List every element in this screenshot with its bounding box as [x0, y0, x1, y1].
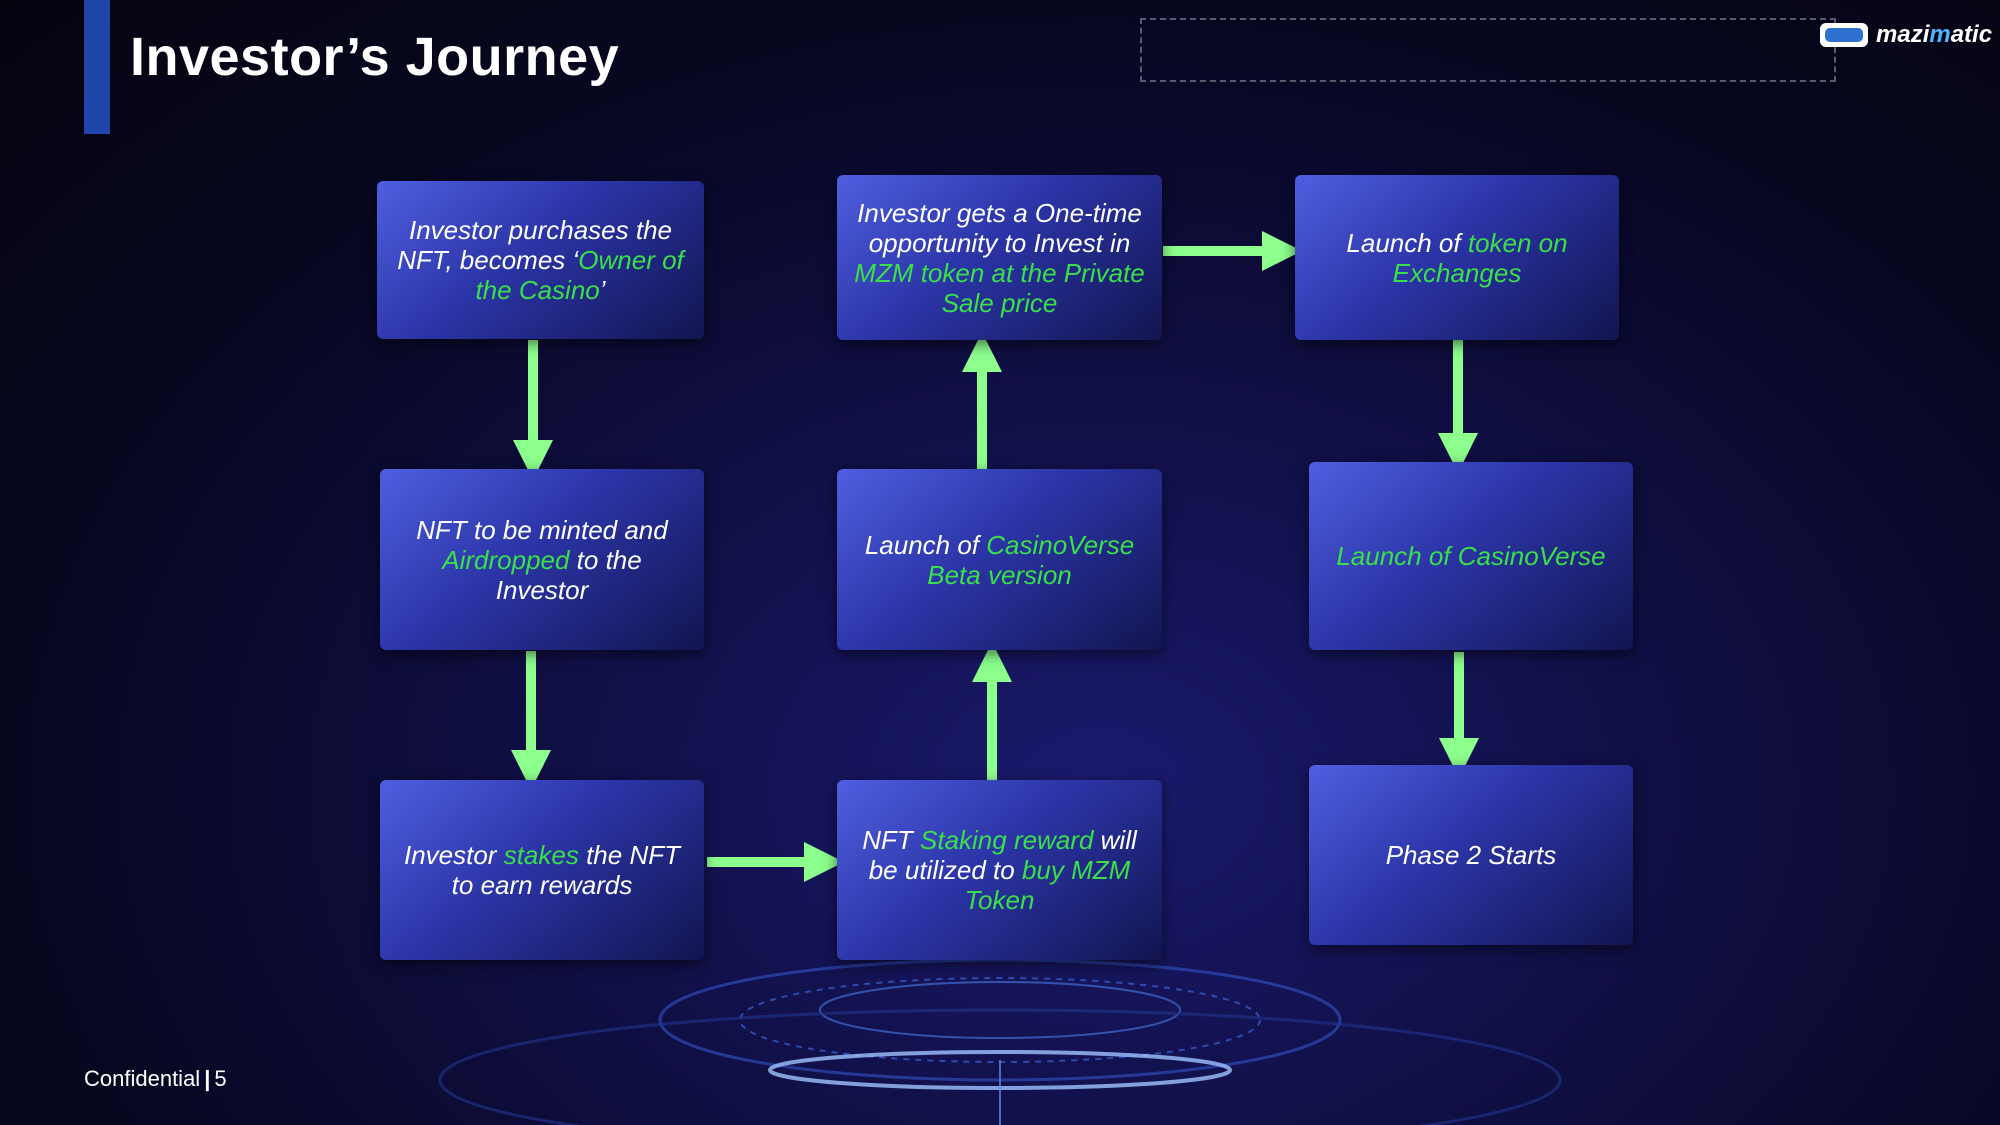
node-text: the NFT to earn rewards	[451, 840, 680, 900]
node-text: Launch of	[1346, 227, 1468, 258]
footer-label: Confidential	[84, 1066, 201, 1091]
logo-icon	[1820, 23, 1868, 47]
page-title: Investor’s Journey	[130, 27, 620, 87]
node-text: will be utilized to	[868, 825, 1137, 885]
node-text: Investor gets a One-time opportunity to …	[857, 197, 1142, 258]
title-accent-bar	[84, 0, 110, 134]
step-token-exchanges: Launch of token on Exchanges	[1295, 175, 1619, 340]
node-text: to the Investor	[495, 544, 642, 605]
node-text: Investor	[403, 840, 504, 870]
node-highlight: Staking reward	[920, 825, 1094, 855]
node-highlight: token on Exchanges	[1392, 227, 1568, 288]
node-text: Phase 2 Starts	[1385, 840, 1557, 870]
node-highlight: stakes	[503, 840, 579, 870]
step-stake-nft: Investor stakes the NFT to earn rewards	[380, 780, 704, 960]
step-launch-casinoverse: Launch of CasinoVerse	[1309, 462, 1633, 650]
footer-separator: |	[204, 1066, 211, 1091]
step-private-sale-opportunity: Investor gets a One-time opportunity to …	[837, 175, 1162, 340]
node-highlight: Owner of the Casino	[475, 245, 684, 305]
brand-logo: mazimatic	[1820, 18, 1992, 52]
node-text: NFT	[862, 825, 920, 855]
node-text: ’	[599, 275, 606, 305]
logo-text-part: atic	[1950, 21, 1993, 48]
node-highlight: Launch of CasinoVerse	[1336, 541, 1606, 571]
node-text: NFT to be minted and	[416, 514, 668, 545]
node-highlight: buy MZM Token	[964, 855, 1131, 915]
node-text: Investor purchases the NFT, becomes ‘	[397, 215, 673, 275]
node-highlight: MZM token at the Private Sale price	[854, 257, 1145, 318]
node-text: Launch of	[864, 529, 987, 560]
placeholder-frame	[1140, 18, 1836, 82]
footer-confidential: Confidential|5	[84, 1066, 227, 1092]
step-staking-reward: NFT Staking reward will be utilized to b…	[837, 780, 1162, 960]
step-casinoverse-beta: Launch of CasinoVerse Beta version	[837, 469, 1162, 650]
page-number: 5	[214, 1066, 227, 1091]
node-highlight: Airdropped	[442, 544, 570, 575]
step-phase-2: Phase 2 Starts	[1309, 765, 1633, 945]
logo-text-part: mazi	[1876, 21, 1930, 48]
node-highlight: CasinoVerse Beta version	[927, 529, 1135, 590]
step-nft-airdrop: NFT to be minted and Airdropped to the I…	[380, 469, 704, 650]
step-purchase-nft: Investor purchases the NFT, becomes ‘Own…	[377, 181, 704, 339]
logo-text-part: m	[1929, 21, 1951, 48]
